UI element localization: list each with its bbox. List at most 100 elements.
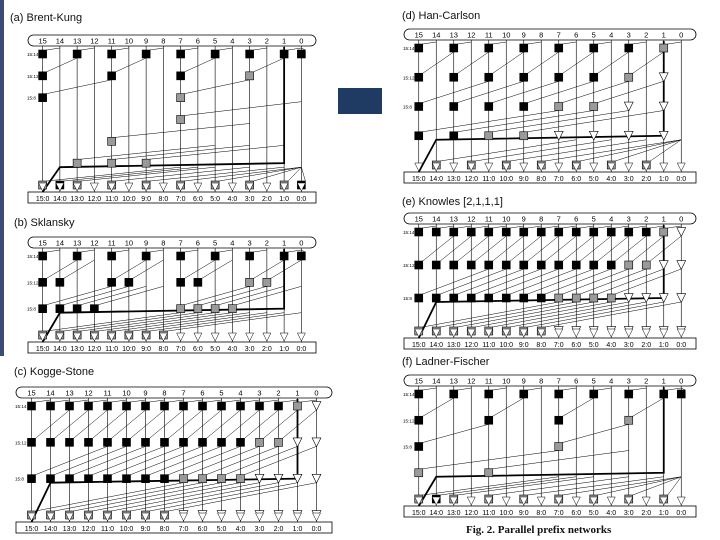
buffer-cell <box>311 401 322 412</box>
output-buffer <box>38 332 48 342</box>
column-label: 7 <box>179 37 183 46</box>
output-buffer <box>245 182 255 192</box>
prefix-wire <box>184 166 302 182</box>
column-label: 6 <box>200 389 204 398</box>
output-buffer <box>624 496 634 506</box>
output-buffer <box>27 512 36 522</box>
gray-cell <box>193 304 203 313</box>
prefix-wire <box>492 387 507 391</box>
column-label: 8 <box>539 377 543 386</box>
prefix-wire <box>35 482 184 512</box>
prefix-wire <box>457 41 472 45</box>
buffer-cell <box>658 131 669 141</box>
black-cell <box>606 260 616 270</box>
column-label: 12 <box>84 389 92 398</box>
black-cell <box>245 251 254 261</box>
output-buffer <box>38 182 48 192</box>
prefix-wire <box>301 249 306 253</box>
prefix-wire <box>301 399 317 403</box>
column-label: 13 <box>65 389 73 398</box>
output-buffer <box>484 496 494 506</box>
output-label: 2:0 <box>262 196 272 203</box>
output-label: 6:0 <box>193 346 203 353</box>
buffer-cell <box>588 131 599 141</box>
prefix-wire <box>225 446 298 475</box>
prefix-wire <box>111 399 127 403</box>
title-ladner-fischer: (f) Ladner-Fischer <box>402 356 490 368</box>
output-label: 9:0 <box>519 510 529 517</box>
prefix-wire <box>562 41 577 45</box>
row-label: 15:8 <box>15 477 24 482</box>
prefix-wire <box>168 446 241 475</box>
black-cell <box>624 227 634 237</box>
output-label: 11:0 <box>482 510 495 517</box>
output-buffer <box>312 512 321 522</box>
prefix-wire <box>301 167 306 182</box>
prefix-wire <box>150 166 285 182</box>
output-buffer <box>176 182 186 192</box>
gray-cell <box>589 102 599 111</box>
black-cell <box>122 438 131 447</box>
column-label: 5 <box>213 239 217 248</box>
output-label: 4:0 <box>606 176 616 183</box>
column-label: 2 <box>276 389 280 398</box>
black-cell <box>274 401 283 411</box>
column-label: 1 <box>662 377 666 386</box>
prefix-wire <box>667 225 682 229</box>
gray-cell <box>519 131 529 141</box>
column-label: 12 <box>467 377 475 386</box>
column-label: 2 <box>265 37 269 46</box>
black-cell <box>38 304 47 313</box>
column-label: 10 <box>502 31 510 40</box>
output-buffer <box>606 328 616 338</box>
prefix-wire <box>115 123 250 138</box>
output-label: 7:0 <box>554 176 564 183</box>
output-buffer <box>519 496 529 506</box>
output-buffer <box>89 182 99 192</box>
black-cell <box>141 401 150 411</box>
prefix-wire <box>527 301 664 328</box>
black-cell <box>624 43 634 53</box>
output-label: 11:0 <box>105 346 118 353</box>
output-label: 0:0 <box>297 196 307 203</box>
column-label: 13 <box>73 239 81 248</box>
gray-cell <box>179 474 188 483</box>
column-label: 1 <box>282 239 286 248</box>
black-cell <box>46 438 55 447</box>
black-cell <box>65 474 74 483</box>
black-cell <box>141 438 150 447</box>
gray-cell <box>176 304 185 313</box>
output-label: 13:0 <box>447 510 461 517</box>
black-cell <box>641 227 651 237</box>
column-label: 8 <box>161 239 165 248</box>
output-buffer <box>279 182 289 192</box>
prefix-wire <box>287 166 302 182</box>
output-label: 7:0 <box>554 510 564 517</box>
prefix-wire <box>81 166 216 182</box>
prefix-wire <box>81 47 95 51</box>
column-label: 9 <box>143 389 147 398</box>
prefix-wire <box>492 51 524 74</box>
prefix-wire <box>422 81 489 103</box>
output-label: 8:0 <box>160 526 170 533</box>
buffer-cell <box>658 72 669 83</box>
output-label: 10:0 <box>499 510 513 517</box>
prefix-wire <box>457 301 594 328</box>
output-label: 13:0 <box>70 196 84 203</box>
black-cell <box>484 102 494 111</box>
column-label: 14 <box>46 389 54 398</box>
black-cell <box>519 72 529 82</box>
black-cell <box>449 389 459 399</box>
output-buffer <box>589 162 599 172</box>
prefix-wire <box>244 399 260 403</box>
black-cell <box>554 415 564 425</box>
column-label: 12 <box>90 37 98 46</box>
prefix-wire <box>527 51 559 74</box>
prefix-wire <box>35 399 51 403</box>
gray-cell <box>624 72 634 82</box>
output-label: 12:0 <box>88 196 102 203</box>
input-bar <box>403 28 697 41</box>
output-label: 4:0 <box>228 196 238 203</box>
